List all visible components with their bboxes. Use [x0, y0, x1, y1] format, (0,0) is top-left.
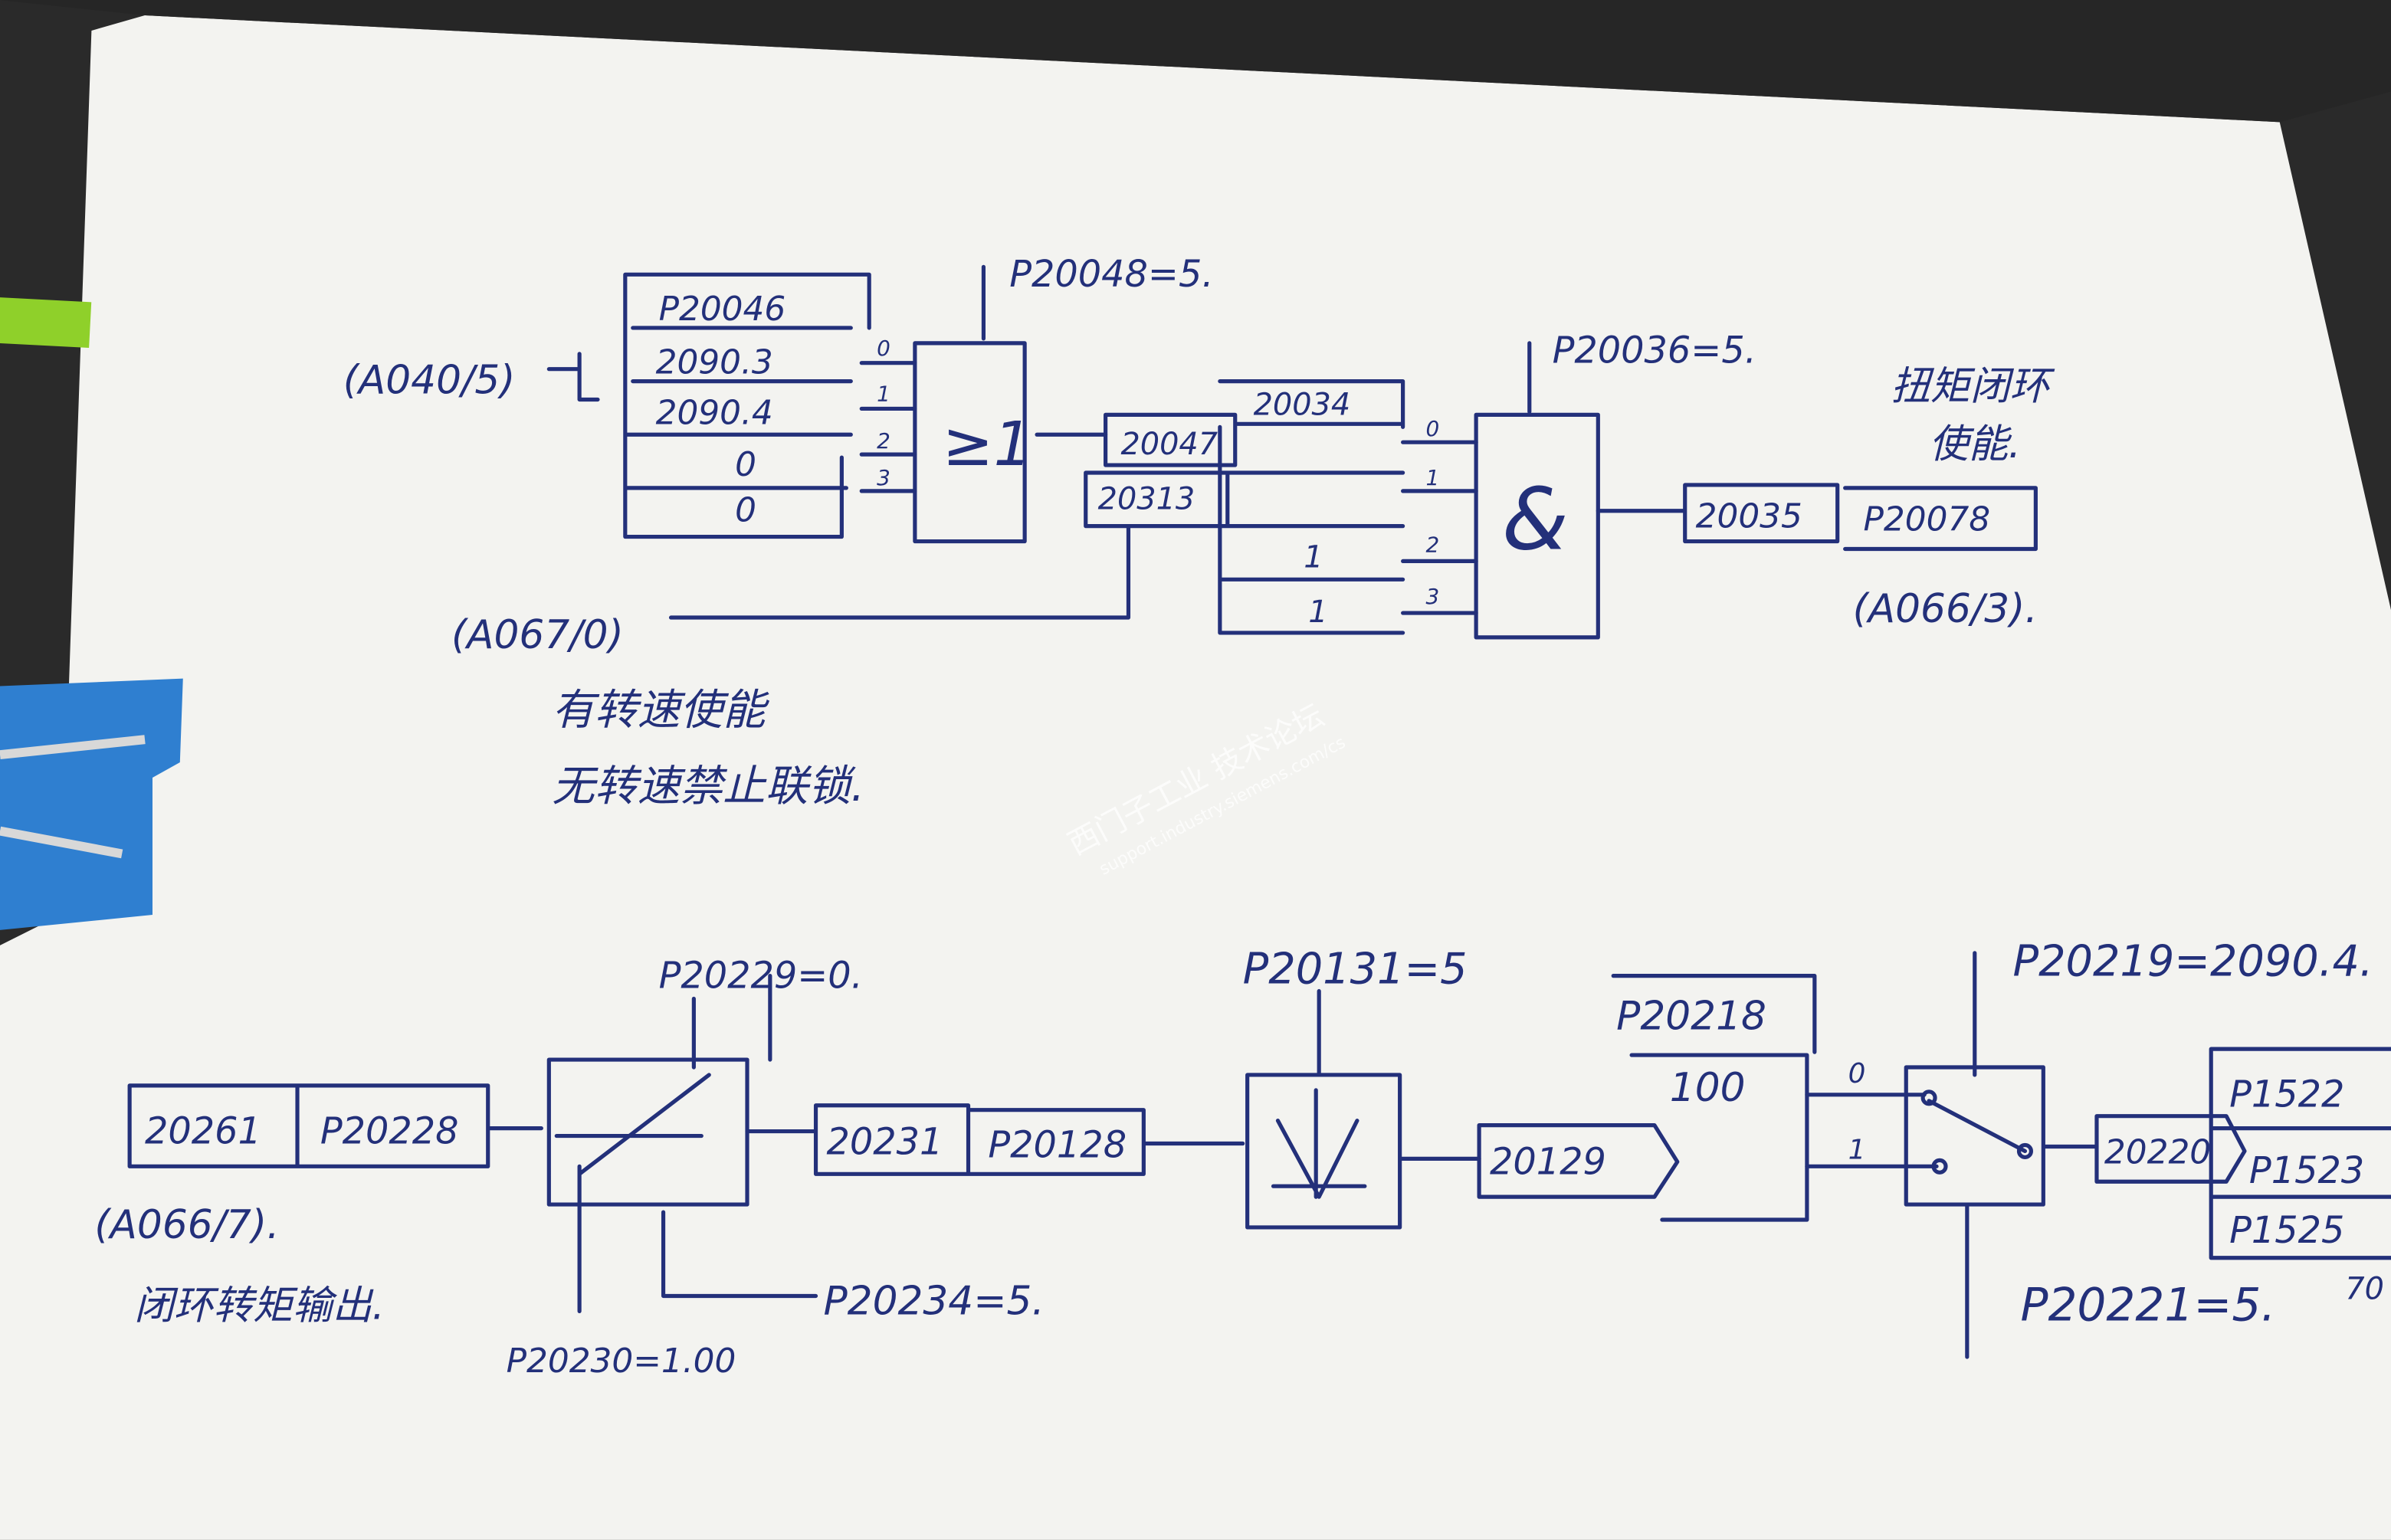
param-p20234: P20234=5. — [823, 1278, 1044, 1324]
or-gate-block: ≥1 — [913, 264, 1032, 544]
note-speed-enable: 有转速使能 — [552, 685, 769, 735]
or-index-1: 1 — [877, 381, 890, 406]
or-input-3: 0 — [735, 445, 756, 484]
constant-100: 100 — [1670, 1065, 1746, 1111]
param-p20219: P20219=2090.4. — [2013, 937, 2373, 987]
note-torque-closed-loop: 扭矩闭环 — [1891, 363, 2055, 409]
and-gate-block: & — [1474, 341, 1600, 640]
and-output-20035: 20035 — [1696, 497, 1802, 536]
edge-text: 70 — [2345, 1271, 2384, 1306]
or-index-2: 2 — [877, 428, 890, 454]
destination-p1523: P1523 — [2249, 1150, 2364, 1192]
param-p20048: P20048=5. — [1009, 254, 1213, 296]
or-input-stack: P20046 2090.3 2090.4 0 0 — [623, 272, 871, 539]
input-p20228: P20228 — [320, 1110, 459, 1152]
destination-p1522: P1522 — [2229, 1074, 2344, 1116]
param-p20229: P20229=0. — [659, 955, 863, 998]
input-boxes — [127, 1083, 543, 1168]
desk-background — [0, 0, 2391, 123]
constant-p20218: P20218 — [1616, 993, 1766, 1039]
and-output-p20078: P20078 — [1864, 500, 1991, 539]
filter-block — [1245, 988, 1481, 1230]
and-input-20034: 20034 — [1254, 387, 1351, 422]
param-p20036: P20036=5. — [1553, 330, 1756, 372]
or-input-2: 2090.4 — [656, 393, 773, 432]
and-symbol: & — [1502, 470, 1569, 569]
limiter-block — [546, 974, 818, 1313]
and-index-3: 3 — [1425, 584, 1439, 609]
param-p20230: P20230=1.00 — [507, 1342, 736, 1381]
destination-p1525: P1525 — [2229, 1210, 2344, 1252]
filter-output-and-constant-boxes — [1477, 974, 1817, 1222]
and-input-20047: 20047 — [1120, 427, 1218, 462]
switch-index-0: 0 — [1848, 1058, 1866, 1089]
and-index-2: 2 — [1425, 532, 1439, 557]
output-20231: 20231 — [826, 1121, 943, 1163]
and-input-const-1b: 1 — [1308, 595, 1327, 630]
source-ref-a067: (A067/0) — [451, 612, 624, 658]
or-input-1: 2090.3 — [656, 343, 773, 382]
switch-output-boxes — [2094, 1047, 2391, 1260]
output-20220: 20220 — [2104, 1132, 2211, 1171]
or-index-3: 3 — [877, 465, 890, 490]
and-input-const-1a: 1 — [1304, 539, 1323, 575]
or-symbol: ≥1 — [943, 408, 1032, 480]
param-p20131: P20131=5 — [1243, 945, 1468, 994]
output-ref-a066-3: (A066/3). — [1853, 586, 2038, 632]
green-pen — [0, 297, 92, 349]
switch-block: 0 1 — [1805, 951, 2099, 1359]
note-enable: 使能. — [1929, 421, 2021, 467]
and-input-20313: 20313 — [1098, 482, 1196, 517]
note-no-speed-interlock: 无转速禁止联锁. — [552, 762, 864, 811]
binder-clip-icon — [0, 678, 183, 930]
or-input-4: 0 — [735, 491, 756, 530]
and-input-stack: 20034 20047 20313 1 1 0 1 2 3 — [668, 379, 1478, 635]
source-ref-a040: (A040/5) — [343, 358, 516, 404]
param-p20221: P20221=5. — [2020, 1279, 2275, 1332]
input-ref-a066-7: (A066/7). — [94, 1202, 279, 1248]
or-input-index-labels: 0 1 2 3 — [859, 336, 917, 493]
note-closed-loop-torque-output: 闭环转矩输出. — [134, 1283, 385, 1329]
and-output-boxes — [1596, 483, 2038, 552]
output-20129: 20129 — [1490, 1141, 1606, 1183]
and-index-1: 1 — [1425, 465, 1439, 490]
and-index-0: 0 — [1425, 416, 1439, 441]
limiter-output-boxes — [745, 1103, 1245, 1176]
switch-index-1: 1 — [1848, 1134, 1866, 1165]
or-input-0: P20046 — [659, 290, 786, 329]
bracket-line — [546, 352, 600, 402]
output-p20128: P20128 — [988, 1124, 1127, 1166]
or-index-0: 0 — [877, 336, 890, 361]
input-20261: 20261 — [145, 1110, 261, 1152]
